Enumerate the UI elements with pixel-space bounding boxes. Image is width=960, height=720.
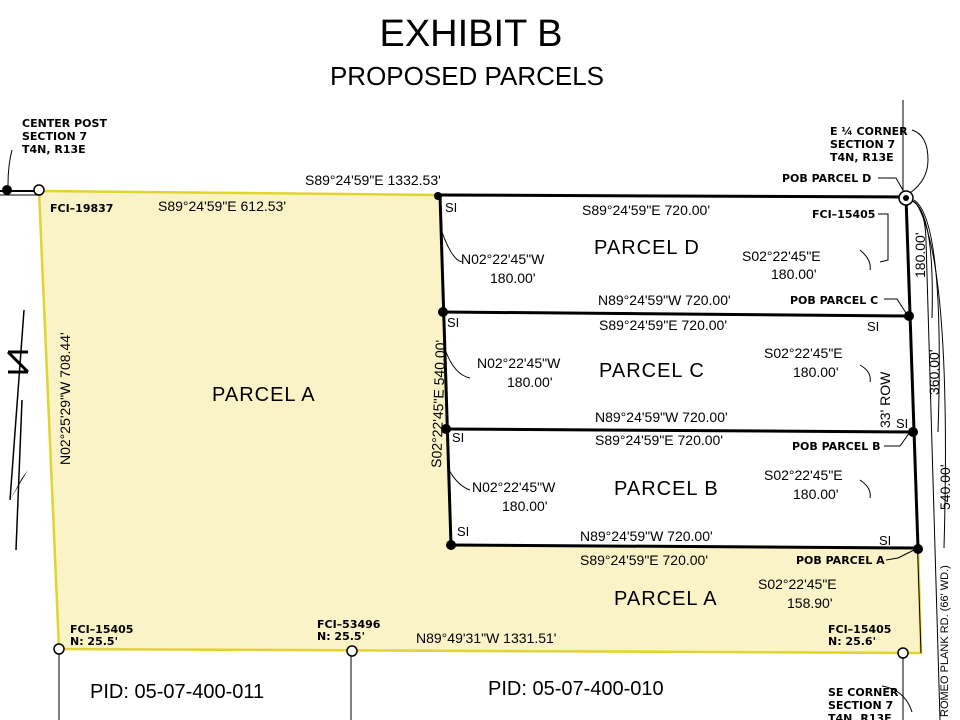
bearing-bc-south: S89°24'59"E 720.00' (595, 432, 723, 448)
bearing-west-line: N02°25'29"W 708.44' (57, 332, 73, 465)
monument-circle-icon (897, 647, 909, 659)
distance-d-west: 180.00' (490, 270, 536, 286)
set-iron-dot-icon (904, 311, 914, 321)
bearing-c-east: S02°22'45"E (764, 345, 843, 361)
corner-se-line2: SECTION 7 (828, 699, 893, 712)
row-label: 33' ROW (877, 371, 893, 428)
monument-circle-icon (346, 645, 358, 657)
parcel-c-label: PARCEL C (599, 360, 705, 382)
distance-a-east: 158.90' (787, 595, 833, 611)
bearing-ab-south: S89°24'59"E 720.00' (580, 552, 708, 568)
parcel-bc-line (445, 427, 914, 434)
corner-center-post-line2: SECTION 7 (22, 130, 87, 143)
set-iron-dot-icon (913, 544, 923, 554)
monument-fci-19837: FCI–19837 (50, 202, 113, 215)
monument-fci-15405-ne: FCI–15405 (812, 208, 875, 221)
parcel-west-line (438, 194, 453, 546)
si-label: SI (867, 319, 879, 334)
road-name: ROMEO PLANK RD. (66' WD.) (939, 565, 951, 717)
distance-east-180: 180.00' (912, 233, 928, 279)
bearing-inner-west: S02°22'45"E 540.00' (428, 340, 448, 469)
parcel-cd-line (442, 310, 910, 318)
corner-se-line3: T4N, R13E (828, 712, 892, 720)
monument-fci-53496-n: N: 25.5' (317, 630, 365, 643)
corner-center-post-line1: CENTER POST (22, 117, 107, 130)
monument-circle-icon (53, 643, 65, 655)
corner-e-quarter-line2: SECTION 7 (830, 138, 895, 151)
si-label: SI (879, 533, 891, 548)
set-iron-dot-icon (441, 424, 451, 434)
pob-parcel-b: POB PARCEL B (792, 440, 880, 453)
distance-c-west: 180.00' (507, 374, 553, 390)
dim-arc-540 (915, 202, 946, 549)
si-label: SI (445, 200, 457, 215)
page-subtitle: PROPOSED PARCELS (330, 61, 604, 91)
bearing-cd-north: N89°24'59"W 720.00' (598, 292, 731, 308)
bearing-cd-south: S89°24'59"E 720.00' (599, 317, 727, 333)
bearing-a-east: S02°22'45"E (758, 576, 837, 592)
bearing-north-overall: S89°24'59"E 1332.53' (305, 172, 441, 188)
parcel-d-north-line (439, 193, 907, 199)
monument-fci-15405-sw-n: N: 25.5' (70, 635, 118, 648)
si-label: SI (447, 315, 459, 330)
north-arrow-icon (6, 309, 30, 551)
bearing-d-east: S02°22'45"E (742, 248, 821, 264)
bearing-north-a: S89°24'59"E 612.53' (158, 198, 286, 214)
bearing-b-west: N02°22'45"W (472, 479, 556, 495)
pob-parcel-d: POB PARCEL D (782, 172, 871, 185)
bearing-south-line: N89°49'31"W 1331.51' (416, 630, 556, 646)
distance-east-540: 540.00' (937, 465, 953, 511)
pob-parcel-a: POB PARCEL A (796, 554, 885, 567)
monument-circle-icon (33, 184, 45, 196)
pob-parcel-c: POB PARCEL C (790, 294, 878, 307)
si-label: SI (457, 524, 469, 539)
page-title: EXHIBIT B (379, 13, 562, 55)
pid-east: PID: 05-07-400-010 (488, 678, 664, 700)
parcel-b-label: PARCEL B (614, 478, 719, 500)
set-iron-dot-icon (903, 195, 909, 201)
set-iron-dot-icon (438, 307, 448, 317)
parcel-d-label: PARCEL D (594, 237, 700, 259)
corner-se-line1: SE CORNER (828, 686, 899, 699)
corner-e-quarter-line1: E ¼ CORNER (830, 125, 908, 138)
distance-c-east: 180.00' (793, 364, 839, 380)
distance-d-east: 180.00' (771, 266, 817, 282)
si-label: SI (452, 430, 464, 445)
parcel-a-lower-label: PARCEL A (614, 588, 718, 610)
set-iron-dot-icon (2, 185, 12, 195)
distance-east-360: 360.00' (926, 350, 942, 396)
iron-dots (2, 185, 923, 554)
bearing-d-north: S89°24'59"E 720.00' (582, 202, 710, 218)
bearing-c-west: N02°22'45"W (477, 355, 561, 371)
monument-fci-15405-sw: FCI–15405 (70, 623, 133, 636)
bearing-ab-north: N89°24'59"W 720.00' (580, 528, 713, 544)
monument-fci-15405-se-n: N: 25.6' (828, 635, 876, 648)
set-iron-dot-icon (434, 192, 442, 200)
si-label: SI (896, 416, 908, 431)
distance-b-west: 180.00' (502, 498, 548, 514)
monument-fci-15405-se: FCI–15405 (828, 623, 891, 636)
parcel-ab-line (450, 543, 919, 550)
row-line (905, 196, 922, 654)
leader-lines (7, 129, 929, 713)
corner-e-quarter-line3: T4N, R13E (830, 151, 894, 164)
corner-center-post-line3: T4N, R13E (22, 143, 86, 156)
distance-b-east: 180.00' (793, 486, 839, 502)
set-iron-dot-icon (446, 540, 456, 550)
monument-fci-53496: FCI–53496 (317, 618, 381, 631)
parcel-a-label: PARCEL A (212, 384, 316, 406)
set-iron-dot-icon (908, 427, 918, 437)
pid-west: PID: 05-07-400-011 (90, 681, 264, 703)
bearing-bc-north: N89°24'59"W 720.00' (595, 409, 728, 425)
bearing-d-west: N02°22'45"W (461, 251, 545, 267)
bearing-b-east: S02°22'45"E (764, 467, 843, 483)
